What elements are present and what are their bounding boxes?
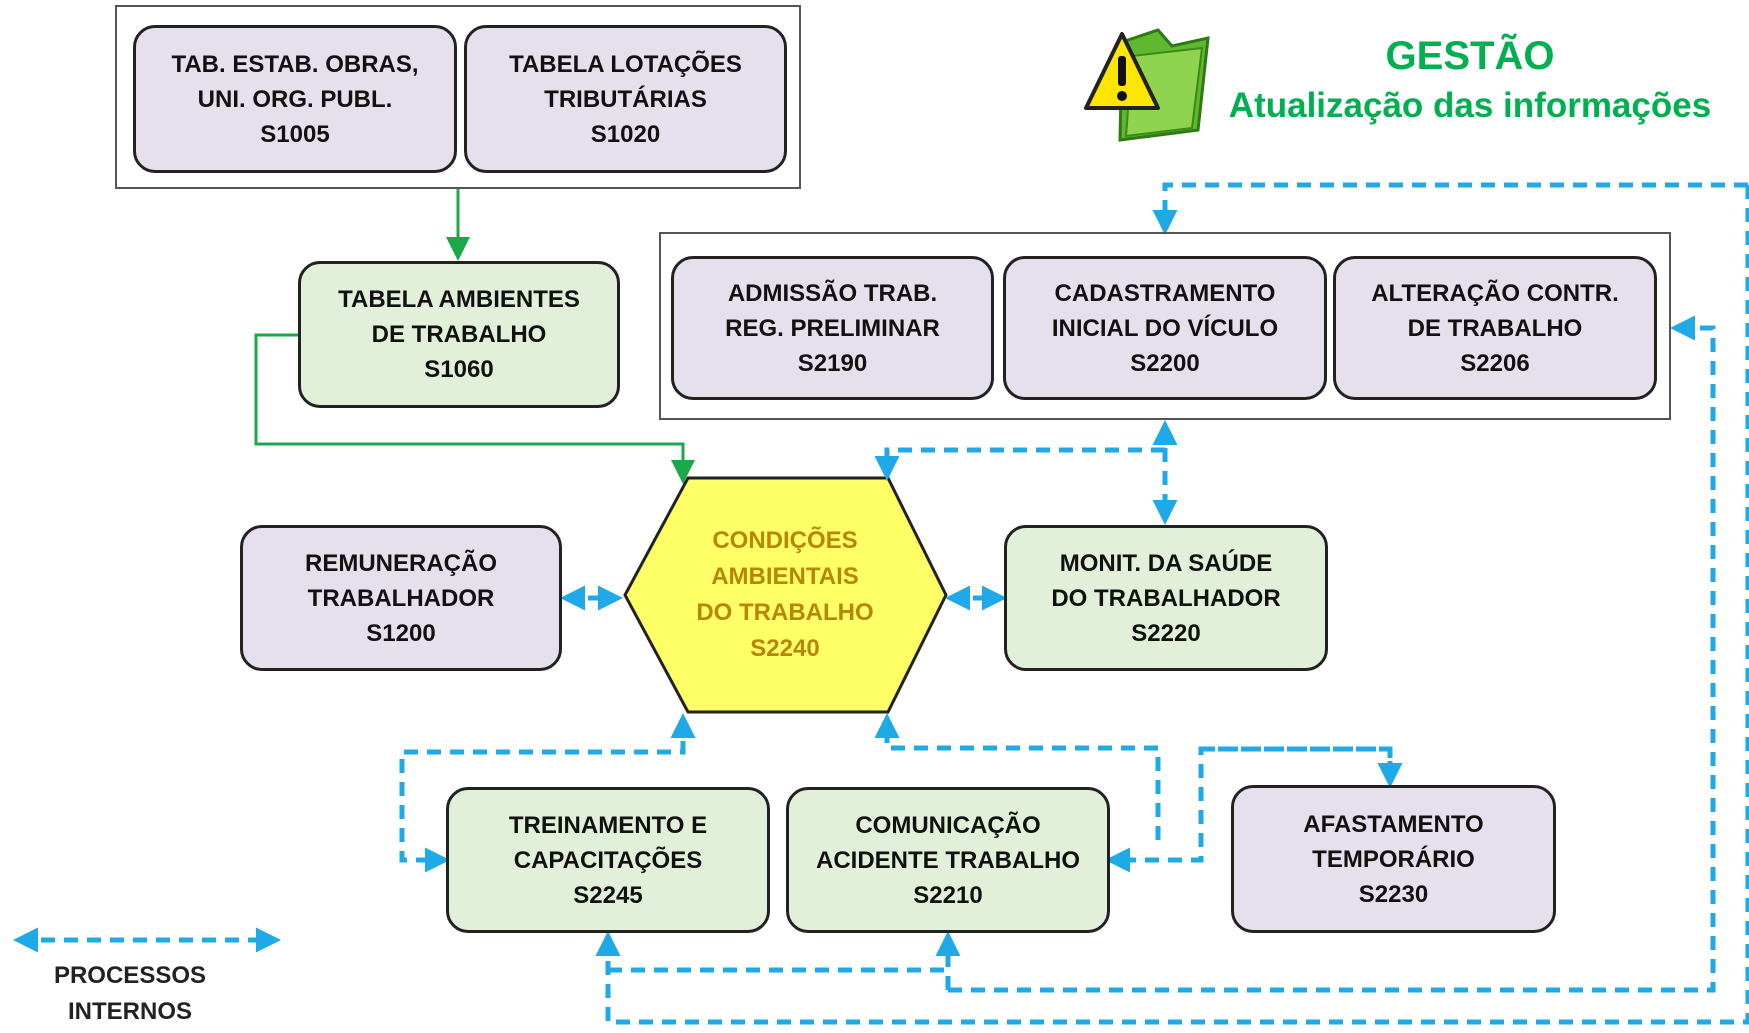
legend-line1: PROCESSOS — [53, 962, 207, 989]
node-s2245[interactable]: TREINAMENTO E CAPACITAÇÕES S2245 — [446, 787, 770, 933]
link-s2245-outer — [595, 185, 1749, 1025]
node-s2210-line2: ACIDENTE TRABALHO — [816, 846, 1080, 874]
warning-folder-icon — [1084, 28, 1210, 142]
node-s2200-code: S2200 — [1130, 349, 1200, 377]
legend-label: PROCESSOS INTERNOS — [30, 958, 230, 1030]
node-s1020-code: S1020 — [590, 120, 661, 148]
node-s2200-line2: INICIAL DO VÍCULO — [1051, 314, 1279, 342]
node-s1060-line2: DE TRABALHO — [371, 321, 547, 348]
node-s2240-line1: CONDIÇÕES — [712, 527, 858, 554]
node-s1020-line2: TRIBUTÁRIAS — [544, 85, 707, 113]
node-s2240-line2: AMBIENTAIS — [711, 563, 859, 590]
node-s2220-line2: DO TRABALHADOR — [1051, 584, 1281, 612]
node-s1200-line1: REMUNERAÇÃO — [305, 549, 497, 577]
node-s1200-code: S1200 — [366, 619, 436, 647]
node-s2220-code: S2220 — [1131, 619, 1201, 647]
node-s1060[interactable]: TABELA AMBIENTES DE TRABALHO S1060 — [298, 261, 620, 408]
node-s2206[interactable]: ALTERAÇÃO CONTR. DE TRABALHO S2206 — [1333, 256, 1657, 400]
node-s2190-line2: REG. PRELIMINAR — [725, 314, 940, 342]
node-s1060-line1: TABELA AMBIENTES — [338, 286, 580, 313]
node-s1005-line1: TAB. ESTAB. OBRAS, — [171, 50, 419, 78]
node-s2230-line2: TEMPORÁRIO — [1312, 845, 1475, 873]
node-s2245-line2: CAPACITAÇÕES — [513, 846, 703, 874]
node-s1200[interactable]: REMUNERAÇÃO TRABALHADOR S1200 — [240, 525, 562, 671]
node-s2245-code: S2245 — [573, 881, 643, 909]
node-s2206-line1: ALTERAÇÃO CONTR. — [1371, 279, 1619, 307]
node-s2230-line1: AFASTAMENTO — [1303, 810, 1484, 838]
node-s2190-code: S2190 — [797, 349, 868, 377]
node-s2240-code: S2240 — [750, 635, 820, 662]
node-s1005[interactable]: TAB. ESTAB. OBRAS, UNI. ORG. PUBL. S1005 — [133, 25, 457, 173]
link-s2210-s2240 — [874, 713, 1161, 840]
node-s2206-line2: DE TRABALHO — [1407, 314, 1583, 342]
node-s1060-code: S1060 — [424, 356, 494, 383]
node-s2210-code: S2210 — [913, 881, 983, 909]
link-s1060-to-s2240 — [254, 333, 695, 484]
node-s2190[interactable]: ADMISSÃO TRAB. REG. PRELIMINAR S2190 — [671, 256, 994, 400]
node-s2190-line1: ADMISSÃO TRAB. — [727, 279, 938, 307]
node-s2240-line3: DO TRABALHO — [696, 599, 874, 626]
gestao-title-block: GESTÃO Atualização das informações — [1200, 30, 1740, 130]
group-vinculo — [659, 232, 1671, 420]
link-group-s2240 — [874, 447, 1165, 481]
node-s2200[interactable]: CADASTRAMENTO INICIAL DO VÍCULO S2200 — [1003, 256, 1327, 400]
node-s1005-code: S1005 — [260, 120, 330, 148]
node-s1005-line2: UNI. ORG. PUBL. — [197, 85, 393, 113]
node-s2245-line1: TREINAMENTO E — [508, 811, 708, 839]
node-s1020-line1: TABELA LOTAÇÕES — [509, 50, 742, 78]
node-s2230-code: S2230 — [1358, 880, 1429, 908]
node-s2210-line1: COMUNICAÇÃO — [855, 811, 1041, 839]
node-s2220-line1: MONIT. DA SAÚDE — [1059, 549, 1273, 577]
node-s2240[interactable]: CONDIÇÕES AMBIENTAIS DO TRABALHO S2240 — [625, 480, 945, 710]
node-s1020[interactable]: TABELA LOTAÇÕES TRIBUTÁRIAS S1020 — [464, 25, 787, 173]
node-s2206-code: S2206 — [1460, 349, 1530, 377]
node-s2210[interactable]: COMUNICAÇÃO ACIDENTE TRABALHO S2210 — [786, 787, 1110, 933]
link-gestao-to-group — [1152, 182, 1748, 235]
node-s2220[interactable]: MONIT. DA SAÚDE DO TRABALHADOR S2220 — [1004, 525, 1328, 671]
node-s1200-line2: TRABALHADOR — [307, 584, 495, 612]
page-title: GESTÃO — [1385, 34, 1555, 78]
node-s2230[interactable]: AFASTAMENTO TEMPORÁRIO S2230 — [1231, 785, 1556, 933]
node-s2200-line1: CADASTRAMENTO — [1054, 279, 1276, 307]
legend-line2: INTERNOS — [67, 998, 192, 1025]
link-to-s2230 — [1201, 746, 1403, 788]
link-s2240-s2245 — [399, 713, 696, 873]
page-subtitle: Atualização das informações — [1228, 86, 1712, 125]
group-tabelas — [115, 5, 801, 189]
